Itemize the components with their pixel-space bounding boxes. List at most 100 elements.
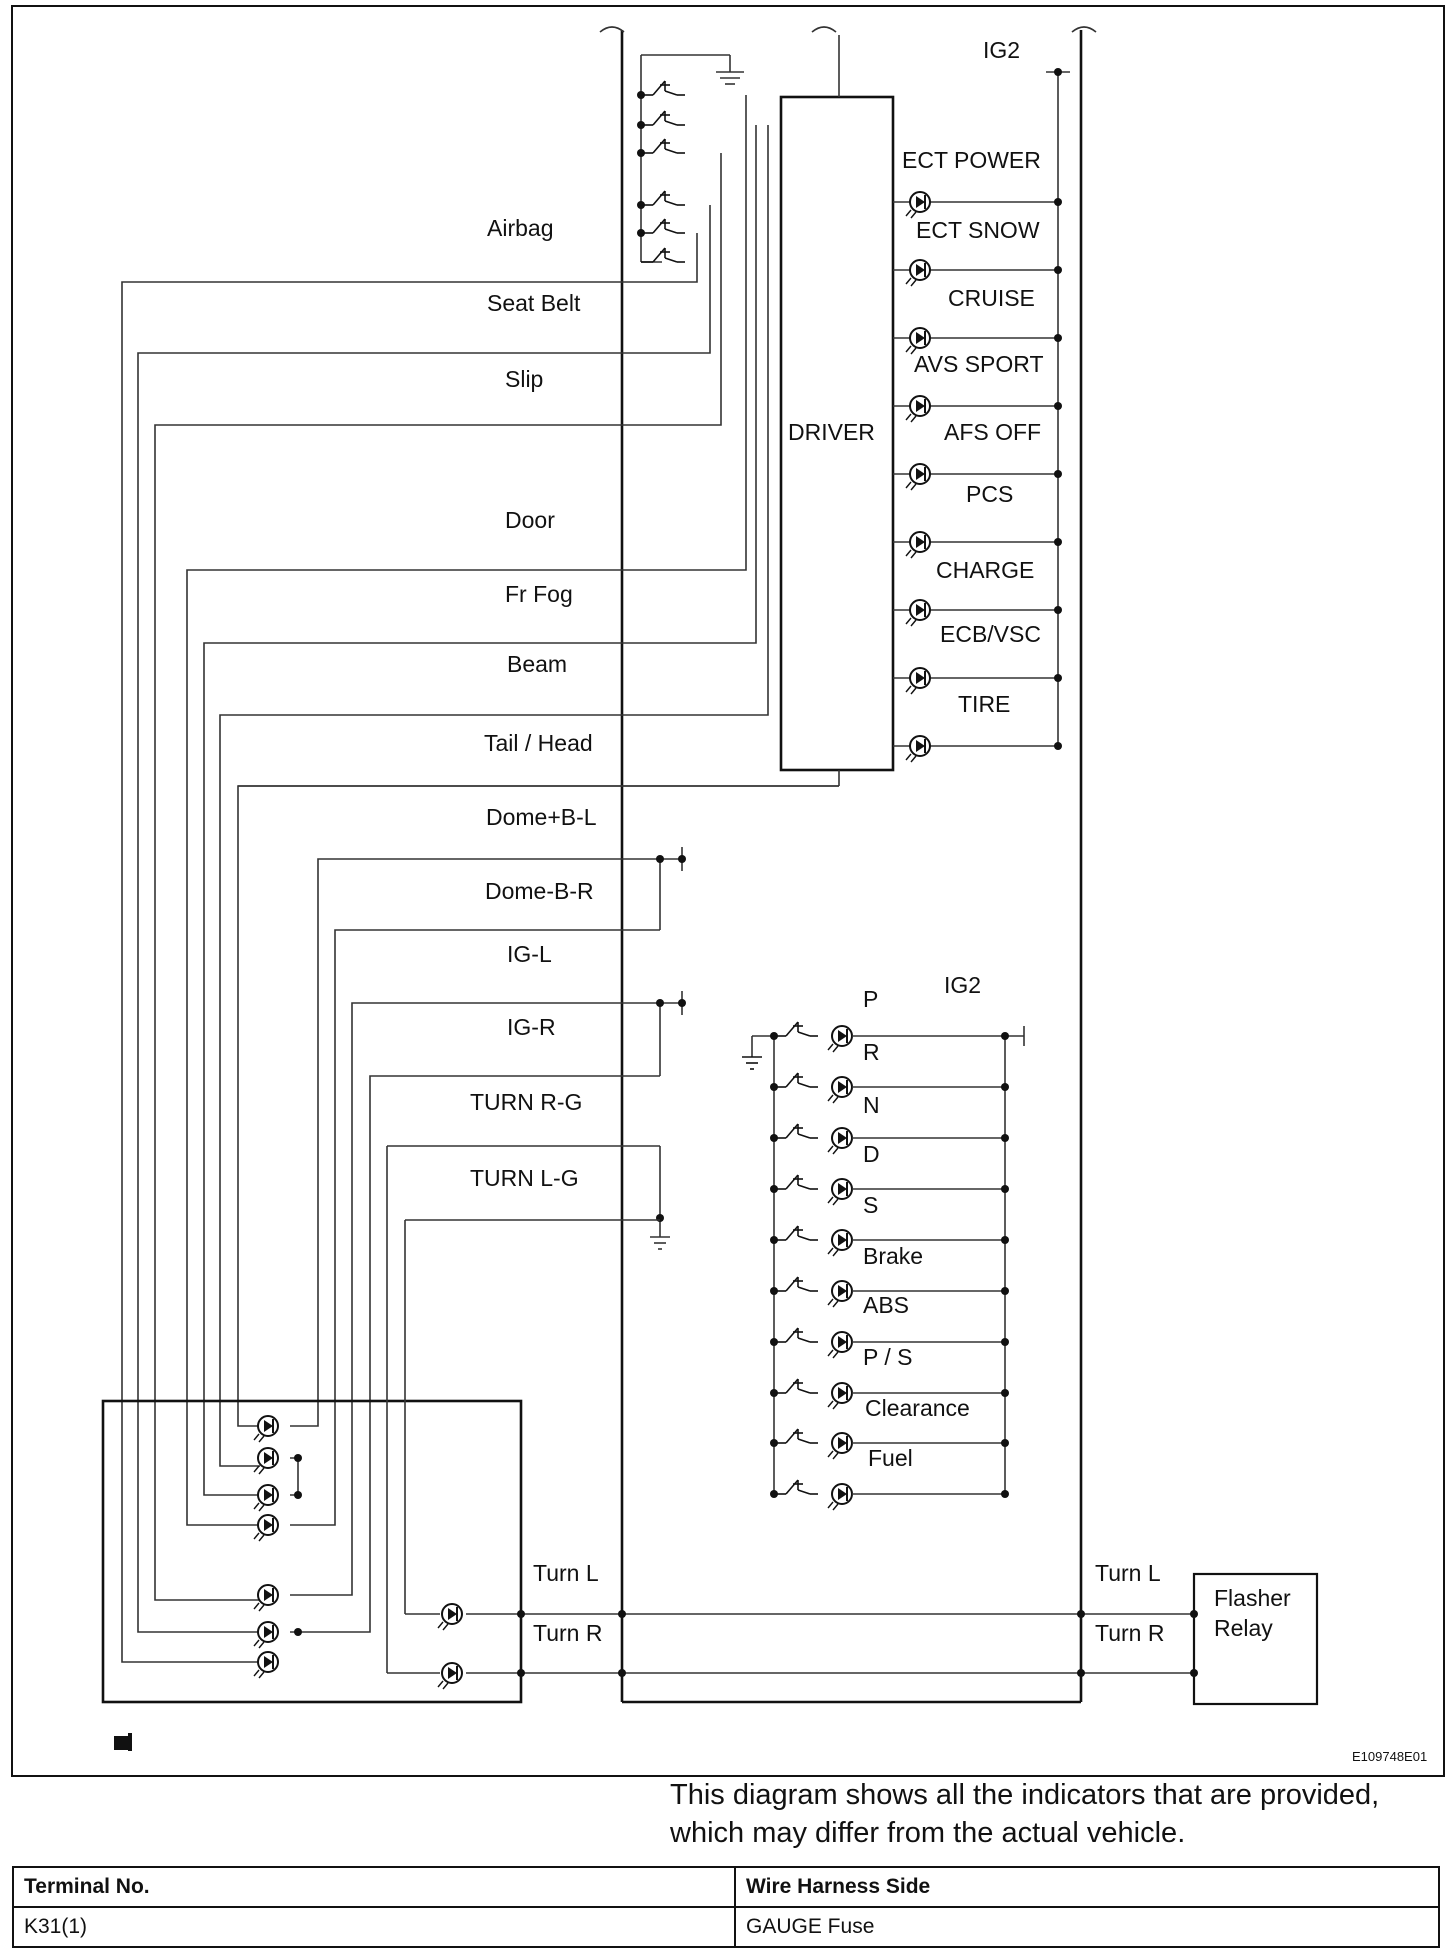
wiring-diagram: DRIVER IG2 ECT POWER ECT SNOW CRUISE AVS SP… bbox=[11, 5, 1445, 1777]
fuse-feeds bbox=[650, 847, 686, 1250]
left-indicator-label: Tail / Head bbox=[484, 730, 593, 756]
bottom-indicator-led bbox=[253, 1415, 279, 1443]
shift-transistor-switch bbox=[774, 1174, 818, 1190]
bottom-indicator-led bbox=[253, 1651, 279, 1679]
driver-indicator-label: CHARGE bbox=[936, 557, 1034, 583]
bottom-indicator-led bbox=[253, 1447, 279, 1475]
left-indicator-label: IG-R bbox=[507, 1014, 556, 1040]
shift-indicator-led bbox=[827, 1127, 853, 1155]
turn-signal-lines bbox=[386, 1145, 1198, 1677]
driver-box bbox=[779, 95, 895, 772]
shift-indicator-label: R bbox=[863, 1039, 880, 1065]
shift-transistor-switch bbox=[774, 1479, 818, 1495]
shift-indicator-label: N bbox=[863, 1092, 880, 1118]
header-wire-harness-side: Wire Harness Side bbox=[734, 1866, 1440, 1908]
driver-indicator-led bbox=[905, 395, 931, 423]
driver-indicator-label: AVS SPORT bbox=[914, 351, 1044, 377]
left-indicator-label: Fr Fog bbox=[505, 581, 573, 607]
indicator-wire bbox=[290, 929, 660, 1526]
shift-indicator-label: ABS bbox=[863, 1292, 909, 1318]
shift-indicator-label: P / S bbox=[863, 1344, 912, 1370]
shift-indicator-led bbox=[827, 1331, 853, 1359]
bottom-indicator-led bbox=[253, 1584, 279, 1612]
driver-indicator-led bbox=[905, 259, 931, 287]
turn-r-left-label: Turn R bbox=[533, 1620, 602, 1646]
shift-indicator-label: P bbox=[863, 986, 878, 1012]
shift-indicator-label: Clearance bbox=[865, 1395, 970, 1421]
driver-indicator-label: ECT POWER bbox=[902, 147, 1041, 173]
switch-cluster-transistors bbox=[641, 80, 685, 263]
ig2-shift-label: IG2 bbox=[944, 972, 981, 998]
driver-indicator-led bbox=[905, 463, 931, 491]
flasher-relay-line2: Relay bbox=[1214, 1615, 1273, 1641]
left-indicator-label: TURN R-G bbox=[470, 1089, 582, 1115]
shift-indicator-led bbox=[827, 1280, 853, 1308]
warning-switch-cluster bbox=[637, 54, 744, 263]
shift-transistor-switch bbox=[774, 1428, 818, 1444]
left-indicator-label: TURN L-G bbox=[470, 1165, 579, 1191]
header-terminal-no: Terminal No. bbox=[12, 1866, 736, 1908]
ig2-top-label: IG2 bbox=[983, 37, 1020, 63]
turn-l-right-label: Turn L bbox=[1095, 1560, 1161, 1586]
bottom-indicator-led bbox=[253, 1621, 279, 1649]
warning-transistor-switch bbox=[641, 110, 685, 126]
shift-transistor-switch bbox=[774, 1225, 818, 1241]
turn-l-indicator-led bbox=[437, 1603, 463, 1631]
driver-indicator-leds bbox=[893, 191, 1062, 763]
shift-transistor-switch bbox=[774, 1021, 818, 1037]
left-indicator-label: Airbag bbox=[487, 215, 553, 241]
indicator-wire bbox=[137, 205, 711, 1633]
turn-r-indicator-led bbox=[437, 1662, 463, 1690]
shift-indicator-led bbox=[827, 1483, 853, 1511]
driver-label: DRIVER bbox=[788, 419, 875, 445]
left-indicator-label: Dome-B-R bbox=[485, 878, 594, 904]
shift-indicator-led bbox=[827, 1025, 853, 1053]
left-indicator-label: Slip bbox=[505, 366, 543, 392]
left-indicator-label: Seat Belt bbox=[487, 290, 581, 316]
driver-indicator-label: ECB/VSC bbox=[940, 621, 1041, 647]
indicator-wire bbox=[290, 1457, 299, 1496]
driver-indicator-label: AFS OFF bbox=[944, 419, 1041, 445]
diagram-note: This diagram shows all the indicators th… bbox=[670, 1776, 1430, 1852]
shift-indicator-cluster bbox=[742, 1021, 1025, 1511]
note-line-1: This diagram shows all the indicators th… bbox=[670, 1779, 1380, 1811]
warning-transistor-switch bbox=[641, 80, 685, 96]
indicator-wire bbox=[290, 1075, 660, 1633]
note-line-2: which may differ from the actual vehicle… bbox=[670, 1817, 1186, 1849]
shift-transistor-switch bbox=[774, 1276, 818, 1292]
meter-frame-lines bbox=[599, 26, 1097, 1704]
warning-transistor-switch bbox=[641, 218, 685, 234]
shift-indicator-label: S bbox=[863, 1192, 878, 1218]
indicator-wire bbox=[121, 233, 698, 1663]
driver-indicator-led bbox=[905, 667, 931, 695]
shift-transistor-switch bbox=[774, 1327, 818, 1343]
warning-transistor-switch bbox=[641, 138, 685, 154]
table-header-row: Terminal No. Wire Harness Side bbox=[12, 1866, 1440, 1908]
flasher-relay-box bbox=[1192, 1572, 1319, 1706]
shift-transistor-switch bbox=[774, 1123, 818, 1139]
diagram-code: E109748E01 bbox=[1352, 1749, 1427, 1764]
driver-indicator-led bbox=[905, 531, 931, 559]
indicator-wire bbox=[186, 95, 747, 1526]
indicator-wire bbox=[219, 125, 769, 1467]
indicator-wire bbox=[237, 785, 839, 1427]
driver-indicator-label: CRUISE bbox=[948, 285, 1035, 311]
shift-indicator-led bbox=[827, 1229, 853, 1257]
indicator-wire bbox=[290, 1002, 660, 1596]
driver-indicator-led bbox=[905, 599, 931, 627]
left-indicator-label: Beam bbox=[507, 651, 567, 677]
bottom-indicator-led bbox=[253, 1484, 279, 1512]
flasher-relay-line1: Flasher bbox=[1214, 1585, 1291, 1611]
cell-terminal: K31(1) bbox=[12, 1906, 736, 1948]
table-row: K31(1) GAUGE Fuse bbox=[12, 1906, 1440, 1948]
document-icon bbox=[114, 1733, 132, 1751]
indicator-wire bbox=[203, 125, 757, 1496]
turn-l-left-label: Turn L bbox=[533, 1560, 599, 1586]
bottom-indicator-leds bbox=[253, 1415, 463, 1690]
warning-transistor-switch bbox=[641, 247, 685, 263]
driver-indicator-label: ECT SNOW bbox=[916, 217, 1040, 243]
shift-indicator-label: Brake bbox=[863, 1243, 923, 1269]
diagram-frame bbox=[11, 5, 1445, 1777]
